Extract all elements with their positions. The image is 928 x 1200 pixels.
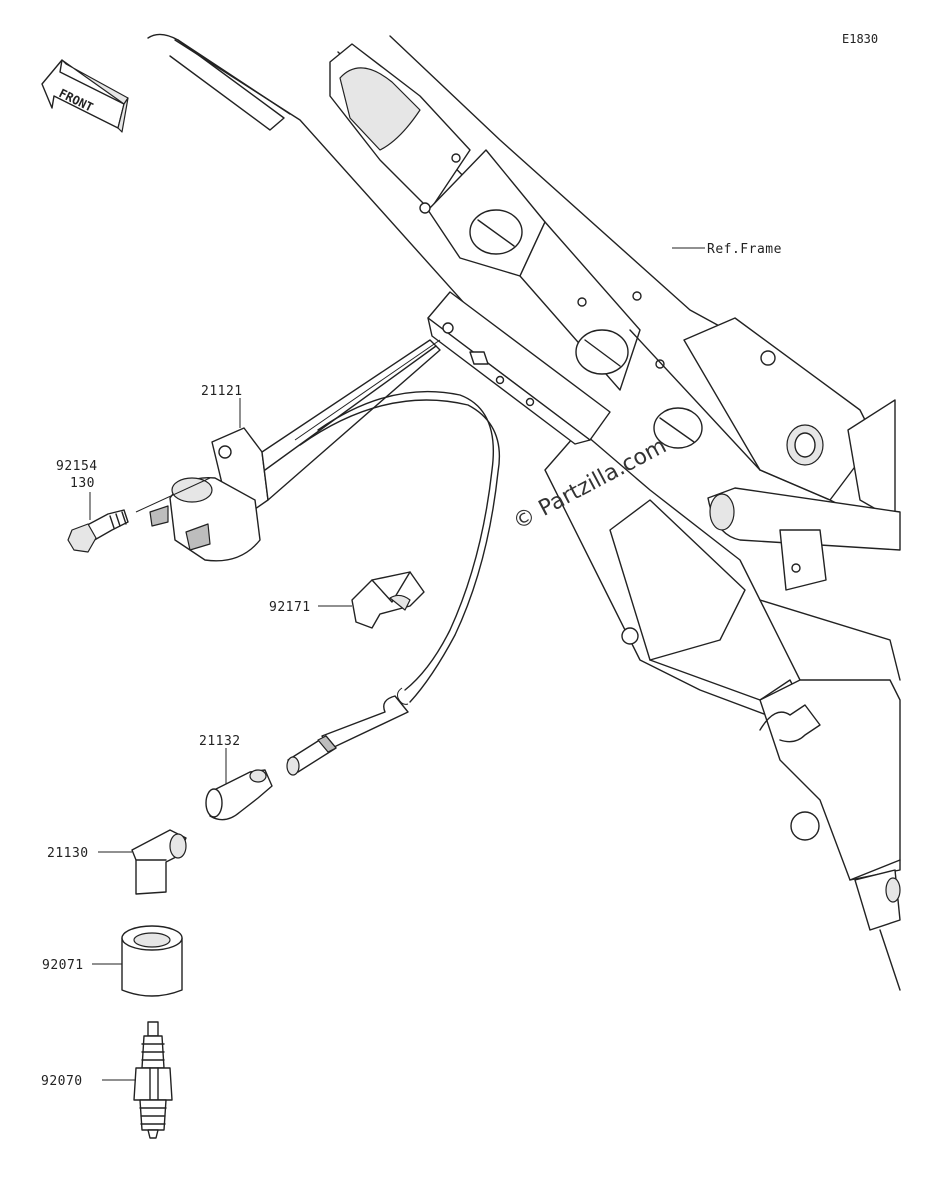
bolt-92154[interactable] bbox=[67, 509, 129, 553]
label-21130: 21130 bbox=[47, 846, 89, 861]
label-92071: 92071 bbox=[42, 958, 84, 973]
ignition-coil[interactable] bbox=[135, 339, 441, 562]
label-21132: 21132 bbox=[199, 734, 241, 749]
label-bolt-size: 130 bbox=[70, 476, 95, 491]
coil-mount-guide bbox=[294, 339, 441, 441]
frame-drawing: Ref.Frame bbox=[147, 33, 901, 991]
boot-92071[interactable] bbox=[92, 925, 183, 997]
label-21121: 21121 bbox=[201, 384, 243, 399]
label-92070: 92070 bbox=[41, 1074, 83, 1089]
diagram-code: E1830 bbox=[842, 32, 878, 46]
ref-frame-label: Ref.Frame bbox=[707, 242, 782, 257]
spark-plug-92070[interactable] bbox=[102, 1021, 173, 1139]
high-tension-lead bbox=[299, 390, 501, 749]
label-92171: 92171 bbox=[269, 600, 311, 615]
label-92154: 92154 bbox=[56, 459, 98, 474]
cap-seal-21132[interactable] bbox=[205, 748, 273, 821]
plug-cap-21130[interactable] bbox=[98, 829, 187, 895]
front-arrow-icon: FRONT bbox=[41, 59, 129, 133]
coil-mounting-bracket bbox=[427, 291, 611, 445]
lead-end bbox=[286, 735, 337, 776]
clamp-92171[interactable] bbox=[318, 571, 425, 629]
